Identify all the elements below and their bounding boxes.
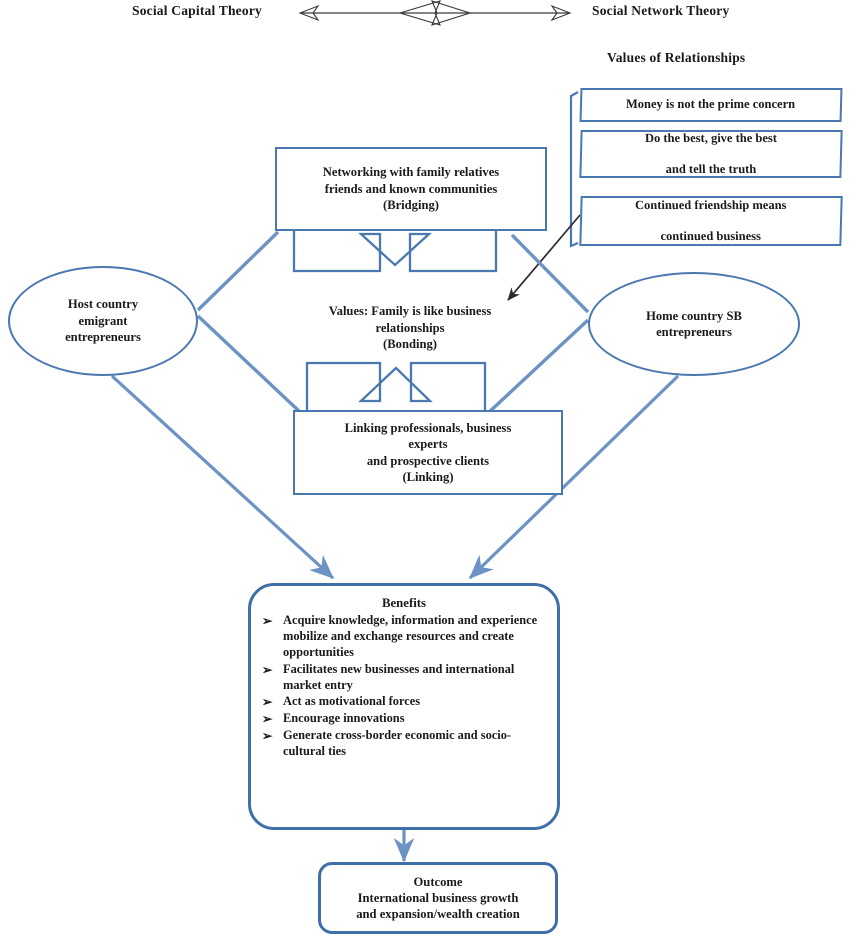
host-line-2: emigrant: [78, 313, 128, 328]
bonding-line-1: Values: Family is like business: [328, 304, 492, 319]
benefit-item-text: Generate cross-border economic and socio…: [283, 728, 512, 758]
bullet-arrow-icon: ➢: [262, 614, 273, 628]
benefit-item: ➢ Generate cross-border economic and soci…: [262, 728, 543, 760]
benefit-item-text: Act as motivational forces: [283, 694, 421, 709]
values-of-relationships-title: Values of Relationships: [607, 50, 746, 65]
home-line-2: entrepreneurs: [656, 325, 732, 339]
value-box-money-text: Money is not the prime concern: [626, 97, 796, 112]
host-country-ellipse: Host country emigrant entrepreneurs: [8, 266, 198, 376]
values-to-bonding-arrow: [507, 214, 581, 301]
value-2-line-2: and tell the truth: [665, 161, 757, 176]
outcome-box: Outcome International business growth an…: [318, 862, 558, 934]
bridging-line-3: (Bridging): [383, 198, 439, 213]
value-3-line-2: continued business: [660, 228, 762, 243]
outcome-line-1: International business growth: [357, 890, 519, 905]
outcome-title: Outcome: [413, 874, 463, 889]
host-line-1: Host country: [67, 297, 139, 312]
bridging-line-1: Networking with family relatives: [322, 165, 500, 180]
social-network-theory-label: Social Network Theory: [592, 3, 730, 18]
home-ellipse-connectors: [468, 233, 680, 580]
value-box-continued-friendship: Continued friendship means continued bus…: [579, 196, 843, 246]
benefit-item: ➢ Encourage innovations: [262, 711, 543, 727]
value-box-do-the-best: Do the best, give the best and tell the …: [579, 130, 843, 178]
bonding-box-text: Values: Family is like business relation…: [329, 303, 492, 352]
bullet-arrow-icon: ➢: [262, 662, 273, 677]
bonding-line-2: relationships: [375, 320, 445, 335]
linking-line-2: experts: [408, 437, 448, 452]
benefits-list: ➢ Acquire knowledge, information and expe…: [259, 613, 549, 760]
value-3-line-1: Continued friendship means: [635, 198, 787, 213]
benefit-item-text: Facilitates new businesses and internati…: [283, 661, 515, 692]
linking-line-3: and prospective clients: [366, 453, 490, 468]
outcome-line-2: and expansion/wealth creation: [356, 907, 520, 922]
bullet-arrow-icon: ➢: [262, 712, 273, 727]
theory-double-arrow: [298, 0, 572, 26]
linking-box: Linking professionals, business experts …: [293, 410, 563, 495]
linking-box-text: Linking professionals, business experts …: [345, 420, 512, 485]
value-box-money: Money is not the prime concern: [579, 88, 843, 122]
benefit-item: ➢ Acquire knowledge, information and expe…: [262, 613, 543, 661]
bullet-arrow-icon: ➢: [262, 695, 273, 710]
benefit-item: ➢ Act as motivational forces: [262, 694, 543, 710]
bonding-line-3: (Bonding): [383, 337, 437, 352]
benefit-item-text: Acquire knowledge, information and exper…: [283, 613, 538, 659]
home-country-ellipse-text: Home country SB entrepreneurs: [646, 308, 742, 341]
value-2-line-1: Do the best, give the best: [644, 131, 778, 146]
value-box-continued-friendship-text: Continued friendship means continued bus…: [635, 198, 787, 244]
bridging-box: Networking with family relatives friends…: [275, 147, 547, 231]
value-group-brace: [569, 91, 579, 248]
benefits-title: Benefits: [381, 596, 427, 610]
host-ellipse-connectors: [110, 230, 335, 580]
host-country-ellipse-text: Host country emigrant entrepreneurs: [65, 296, 141, 345]
social-capital-theory-label: Social Capital Theory: [132, 3, 262, 18]
linking-to-bonding-block-arrow: [305, 361, 487, 412]
bridging-line-2: friends and known communities: [324, 181, 498, 196]
linking-line-4: (Linking): [402, 469, 454, 484]
benefit-item: ➢ Facilitates new businesses and internat…: [262, 661, 543, 694]
bridging-to-bonding-block-arrow: [292, 226, 498, 273]
linking-line-1: Linking professionals, business: [344, 420, 512, 435]
home-line-1: Home country SB: [646, 308, 742, 323]
benefits-box: Benefits ➢ Acquire knowledge, information…: [248, 583, 560, 830]
home-country-ellipse: Home country SB entrepreneurs: [588, 272, 800, 376]
bridging-box-text: Networking with family relatives friends…: [323, 164, 499, 213]
bonding-box: Values: Family is like business relation…: [265, 295, 555, 361]
bullet-arrow-icon: ➢: [262, 729, 273, 744]
host-line-3: entrepreneurs: [65, 330, 141, 345]
benefit-item-text: Encourage innovations: [283, 711, 405, 726]
value-box-do-the-best-text: Do the best, give the best and tell the …: [645, 131, 777, 177]
